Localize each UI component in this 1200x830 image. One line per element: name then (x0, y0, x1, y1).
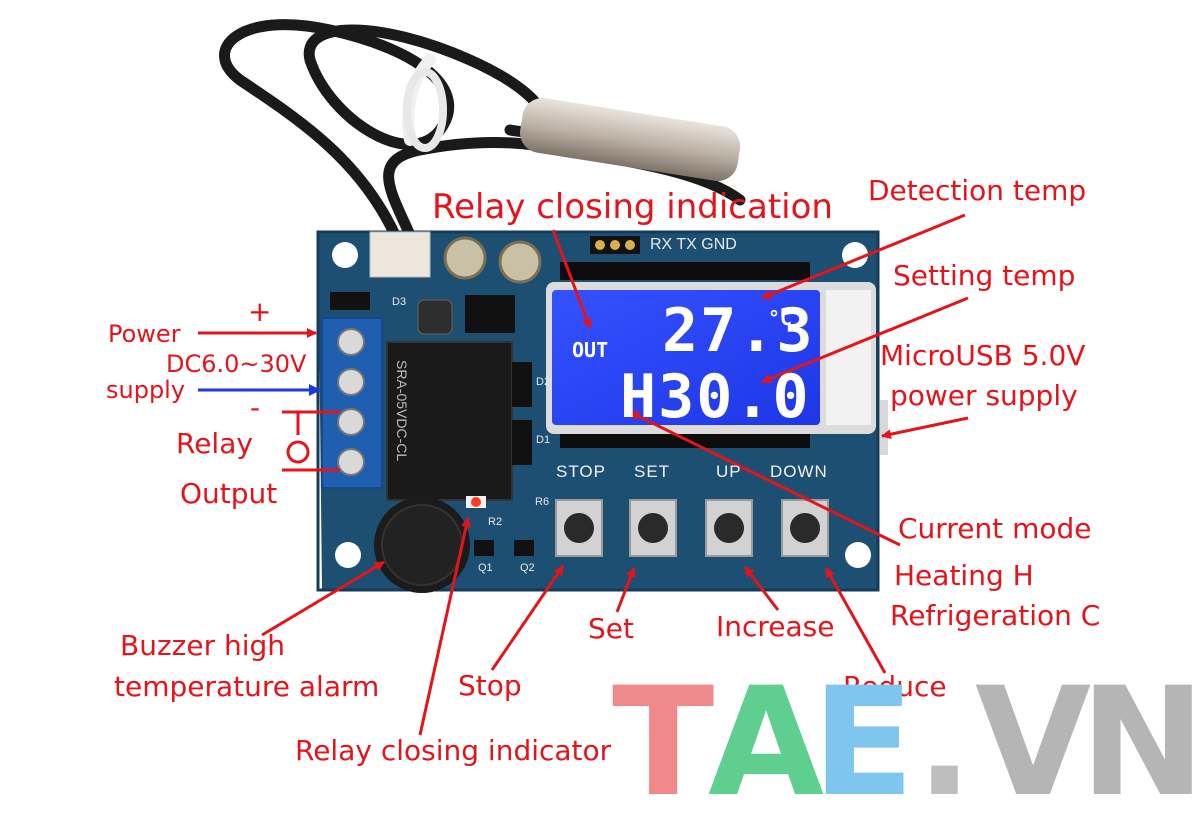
lcd-mode-value: H30.0 (620, 362, 811, 432)
component-label-r2: R2 (488, 516, 503, 528)
relay-led (466, 496, 486, 508)
label-relay: Relay (176, 427, 253, 460)
button-label-set: SET (634, 462, 671, 481)
button-label-down: DOWN (770, 462, 828, 481)
board-illustration (198, 19, 969, 736)
lcd-display (546, 282, 888, 455)
inductor (417, 299, 453, 335)
lcd-unit: °C (768, 306, 793, 330)
button-label-up: UP (716, 462, 742, 481)
header-pins (590, 236, 640, 254)
lcd-pins-top (560, 262, 810, 280)
label-dc-range: DC6.0~30V (166, 350, 307, 378)
label-microusb-line2: power supply (890, 379, 1078, 412)
label-stop: Stop (458, 669, 522, 702)
current-mode-arrow (629, 410, 901, 547)
component-label-d1: D1 (536, 434, 551, 446)
component-label-q2: Q2 (520, 562, 535, 574)
label-plus: + (248, 295, 272, 328)
label-refrigeration: Refrigeration C (890, 599, 1101, 632)
label-microusb-line1: MicroUSB 5.0V (880, 339, 1086, 372)
component-label-q1: Q1 (478, 562, 493, 574)
watermark-letter-e: E (812, 656, 921, 830)
buzzer (374, 497, 470, 593)
buzzer-arrow (261, 560, 385, 637)
label-output: Output (180, 477, 278, 510)
label-set: Set (588, 612, 634, 645)
setting-temp-arrow (761, 296, 969, 384)
component-label-d2: D2 (536, 376, 551, 388)
relay-switch-symbol (282, 410, 340, 472)
component-label-d3: D3 (392, 296, 407, 308)
relay (386, 341, 513, 501)
label-heating: Heating H (894, 559, 1034, 592)
watermark-letter-v: V (975, 656, 1098, 830)
label-buzzer-line1: Buzzer high (120, 629, 286, 662)
watermark-dot: . (916, 656, 979, 830)
capacitors (443, 236, 542, 284)
relay-model-label: SRA-05VDC-CL (394, 360, 410, 462)
lcd-out-indicator: OUT (572, 338, 609, 362)
diode-d2 (512, 362, 532, 407)
stop-arrow (490, 565, 565, 671)
transistor-q1 (474, 540, 494, 556)
label-relay-closing-indication: Relay closing indication (432, 187, 833, 227)
set-arrow (615, 567, 636, 613)
label-minus: - (250, 391, 261, 424)
temperature-probe (520, 98, 741, 181)
annotation-arrows (198, 213, 969, 736)
label-relay-closing-indicator: Relay closing indicator (295, 734, 612, 767)
lcd-temperature: 27.3 (662, 296, 815, 366)
label-buzzer-line2: temperature alarm (114, 670, 380, 703)
label-increase: Increase (716, 610, 835, 643)
probe-connector (369, 231, 431, 278)
microusb-arrow (881, 416, 969, 440)
watermark-letter-n: N (1080, 656, 1200, 830)
push-buttons (555, 499, 829, 557)
label-detection-temp: Detection temp (868, 174, 1087, 207)
label-setting-temp: Setting temp (893, 259, 1076, 292)
label-supply: supply (106, 376, 186, 404)
watermark-letter-a: A (708, 656, 831, 830)
diode-d3 (330, 292, 370, 310)
increase-arrow (743, 566, 780, 611)
label-reduce: Reduce (843, 670, 947, 703)
diode-d1 (512, 420, 532, 465)
reduce-arrow (824, 567, 887, 674)
button-label-stop: STOP (556, 462, 606, 481)
label-power: Power (108, 320, 181, 348)
watermark-letter-t: T (612, 656, 721, 830)
component-label-r6: R6 (535, 496, 550, 508)
terminal-block (321, 317, 383, 489)
transistor-q2 (514, 540, 534, 556)
ic-chip (465, 295, 515, 333)
relay-indication-arrow (551, 229, 592, 329)
relay-led-arrow (418, 517, 471, 736)
product-photo: RX TX GND SRA-05VDC-CL D3 D2 D1 R6 R2 Q1… (106, 19, 1200, 818)
label-current-mode: Current mode (898, 512, 1092, 545)
header-label: RX TX GND (650, 236, 737, 253)
detection-temp-arrow (761, 213, 966, 300)
